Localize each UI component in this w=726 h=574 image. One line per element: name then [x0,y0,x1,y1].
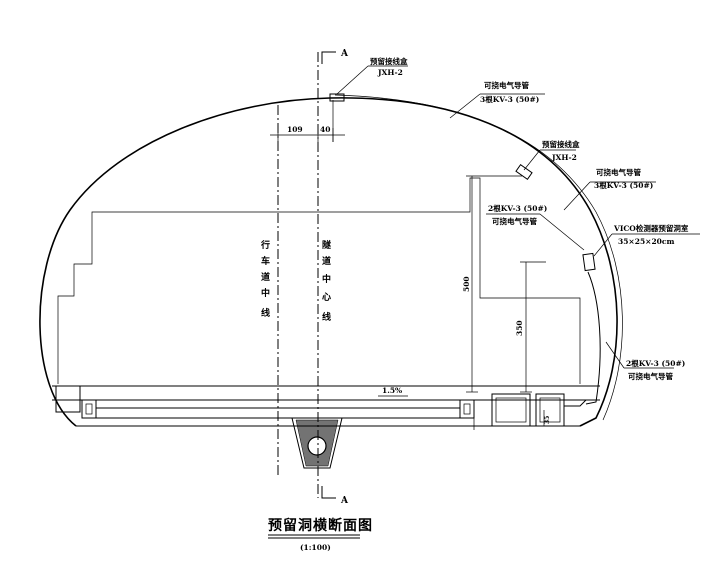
label-conduit-4-line2: 可挠电气导管 [628,371,673,381]
label-detector-recess-line2: 35×25×20cm [618,237,674,246]
left-curb [55,385,81,413]
leader-conduit-4 [605,341,625,369]
detector-recess [582,252,596,272]
drain-pipe [307,436,327,456]
lane-label-char-0: 行 [260,239,270,251]
left-gutter [81,399,97,419]
label-detector-recess-line1: VICO检测器预留洞室 [613,223,689,233]
trench-conduit [564,399,587,407]
dim-height-lower: 350 [515,320,524,336]
right-gutter-inner [463,403,471,415]
section-mark-top: A [340,49,349,59]
tunnel-label-char-2: 中 [322,273,331,285]
label-conduit-1-line1: 可挠电气导管 [484,80,529,90]
slope-label: 1.5% [382,386,402,395]
tunnel-label-char-3: 心 [322,292,331,303]
tunnel-centerline-label: 隧 道 中 心 线 [322,239,331,323]
tunnel-label-char-4: 线 [322,311,331,323]
leader-detector [593,233,613,257]
label-junction-box-2-line2: JXH-2 [551,153,577,162]
cable-trench-2-inner [539,397,561,423]
central-drain [291,417,343,469]
tunnel-label-char-1: 道 [322,255,331,267]
label-conduit-2-line1: 可挠电气导管 [596,167,641,177]
cable-trench-2 [535,393,565,427]
lane-label-char-2: 道 [261,271,270,283]
label-junction-box-2-line1: 预留接线盒 [542,139,580,149]
dim-small: 35 [544,416,551,424]
section-mark-bottom: A [340,496,349,506]
lane-label-char-3: 中 [261,287,270,299]
label-junction-box-1-line1: 预留接线盒 [370,56,408,66]
label-junction-box-1-line2: JXH-2 [377,68,403,77]
dim-height-upper: 500 [462,276,471,292]
leader-conduit-3 [539,213,585,251]
leader-jb1 [336,65,369,95]
dim-offset-left: 109 [287,125,303,134]
section-mark-top-arrow [321,51,336,64]
tunnel-label-char-0: 隧 [322,239,331,251]
junction-box-2 [515,164,533,180]
left-gutter-inner [85,403,93,415]
leader-conduit-1 [449,93,481,119]
right-gutter [459,399,475,419]
label-conduit-3-line2: 可挠电气导管 [492,216,537,226]
clearance-envelope [57,177,581,384]
drawing-scale: (1:100) [300,543,331,552]
label-conduit-1-line2: 3根KV-3 (50#) [480,94,539,104]
leader-jb2 [523,149,541,171]
cable-trench-1 [491,393,531,427]
inner-lining-line [334,94,623,421]
drawing-title: 预留洞横断面图 [268,517,373,534]
lane-label-char-4: 线 [261,307,270,319]
cable-trench-1-inner [495,397,527,423]
leader-conduit-2 [563,181,591,211]
section-mark-bottom-arrow [321,486,336,499]
lane-label-char-1: 车 [261,255,270,267]
conduit-run-right-wall [585,271,601,405]
label-conduit-2-line2: 3根KV-3 (50#) [594,180,653,190]
label-conduit-4-line1: 2根KV-3 (50#) [626,358,685,368]
dim-offset-right: 40 [320,125,330,134]
label-conduit-3-line1: 2根KV-3 (50#) [488,203,547,213]
lane-centerline-label: 行 车 道 中 线 [260,239,270,319]
